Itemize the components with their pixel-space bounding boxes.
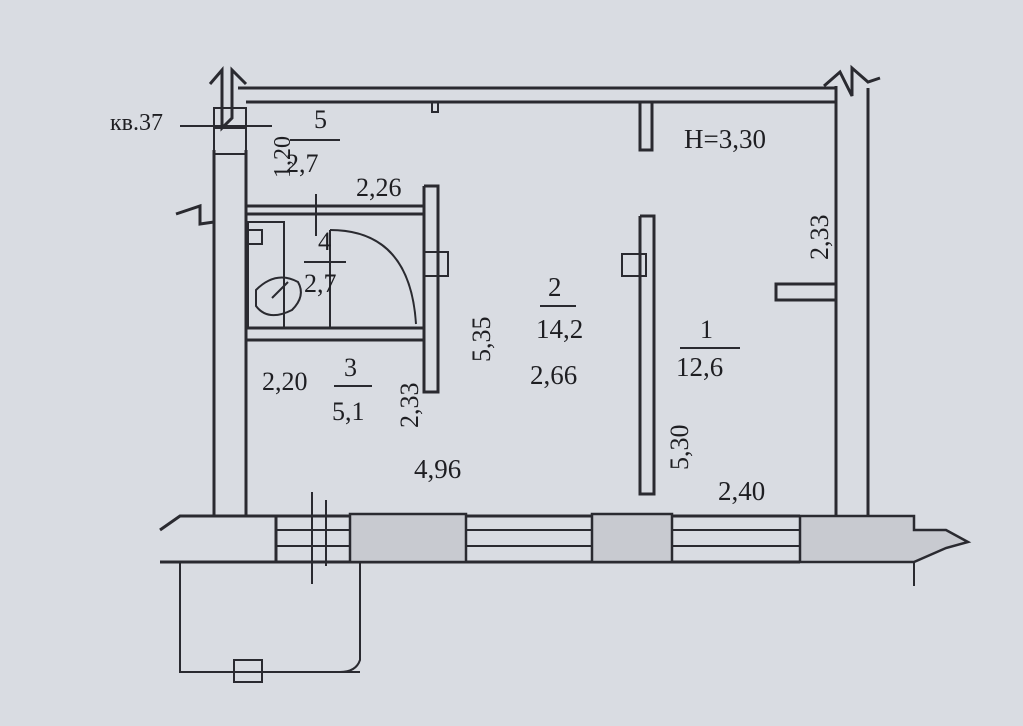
room-1-area: 12,6 xyxy=(676,352,723,382)
bottom-wall xyxy=(159,492,972,586)
room-5-area: 2,7 xyxy=(286,149,319,178)
apartment-label: кв.37 xyxy=(110,110,163,136)
room-2-area: 14,2 xyxy=(536,314,583,344)
ceiling-height-label: Н=3,30 xyxy=(684,124,766,154)
pier-left xyxy=(348,512,468,564)
dimension-2-33-left: 2,33 xyxy=(395,383,424,429)
room-2-number: 2 xyxy=(548,272,562,302)
room-5-width: 1,20 xyxy=(270,136,296,178)
room-2-width: 2,66 xyxy=(530,360,577,390)
dimension-2-40: 2,40 xyxy=(718,476,765,506)
room-3-number: 3 xyxy=(344,353,357,382)
dimension-2-33-right: 2,33 xyxy=(805,215,834,261)
outer-walls xyxy=(175,64,881,516)
room-5-number: 5 xyxy=(314,105,327,134)
partitions xyxy=(246,101,836,496)
room-3-width: 2,20 xyxy=(262,367,308,396)
pier-middle xyxy=(590,512,674,564)
dimension-4-96: 4,96 xyxy=(414,454,461,484)
dimension-5-35: 5,35 xyxy=(467,317,496,363)
balcony xyxy=(179,562,361,683)
room-4-area: 2,7 xyxy=(304,269,337,298)
dimension-5-30: 5,30 xyxy=(665,425,694,471)
room-1-number: 1 xyxy=(700,315,713,344)
dimension-2-26: 2,26 xyxy=(356,173,402,202)
room-4-number: 4 xyxy=(318,227,331,256)
room-3-area: 5,1 xyxy=(332,397,365,426)
